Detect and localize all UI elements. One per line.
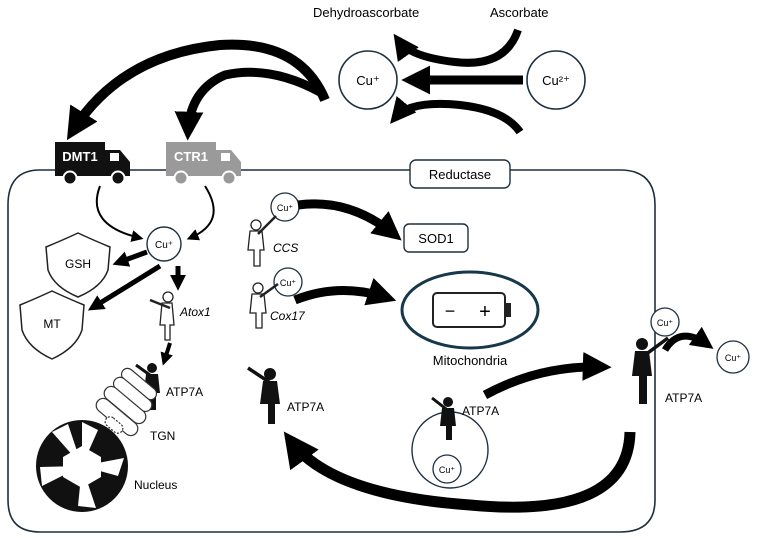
- arrow-atox1-to-atp7a: [160, 342, 173, 366]
- reductase-box: Reductase: [409, 159, 511, 189]
- atp7a-figure-membrane: [632, 336, 670, 404]
- svg-text:Cu⁺: Cu⁺: [439, 465, 456, 475]
- cu-plus-extracellular: Cu⁺: [338, 50, 398, 110]
- dmt1-transporter-truck: DMT1: [55, 142, 130, 186]
- atp7a-label-tgn: ATP7A: [166, 385, 203, 399]
- cu-plus-on-cox17: Cu⁺: [273, 267, 303, 297]
- arrow-dmt1-to-cu: [95, 185, 144, 242]
- battery-icon: − +: [432, 292, 511, 328]
- atp7a-figure-cytosol: [247, 366, 280, 424]
- cu-2plus-extracellular: Cu²⁺: [526, 50, 586, 110]
- mt-label: MT: [43, 317, 61, 331]
- mt-shield-icon: MT: [19, 290, 85, 360]
- arrow-cu-to-dmt1: [66, 39, 330, 141]
- svg-text:Cu⁺: Cu⁺: [657, 318, 674, 328]
- ascorbate-label: Ascorbate: [490, 5, 549, 20]
- gsh-shield-icon: GSH: [45, 232, 111, 298]
- svg-text:Cu⁺: Cu⁺: [277, 203, 294, 213]
- svg-text:Cu⁺: Cu⁺: [725, 353, 742, 363]
- atp7a-label-vesicle: ATP7A: [462, 404, 499, 418]
- arrow-ascorbate-oxidation: [393, 28, 522, 67]
- arrow-vesicle-to-membrane: [482, 351, 612, 399]
- arrow-atp7a-recycling: [283, 431, 636, 513]
- nucleus-aperture-icon: [36, 420, 128, 512]
- cu-plus-cytosol: Cu⁺: [146, 226, 182, 262]
- battery-plus: +: [479, 301, 491, 323]
- arrow-reduction-lower: [390, 96, 524, 135]
- svg-text:Cu⁺: Cu⁺: [280, 278, 297, 288]
- arrow-ccs-to-sod1: [297, 199, 402, 241]
- gsh-label: GSH: [65, 257, 91, 271]
- arrow-cox17-to-mitochondria: [293, 277, 397, 306]
- cox17-label: Cox17: [270, 309, 306, 323]
- svg-text:SOD1: SOD1: [418, 231, 453, 246]
- cu-plus-on-membrane-atp7a: Cu⁺: [650, 307, 680, 337]
- svg-text:Cu⁺: Cu⁺: [356, 73, 379, 88]
- ctr1-label: CTR1: [174, 149, 208, 164]
- sod1-box: SOD1: [403, 223, 469, 253]
- svg-text:Cu²⁺: Cu²⁺: [542, 73, 570, 88]
- mitochondria-organelle: − +: [400, 270, 540, 350]
- battery-minus: −: [445, 301, 456, 321]
- arrow-copper-export: [661, 326, 714, 352]
- svg-text:Reductase: Reductase: [429, 167, 491, 182]
- arrow-cu-to-ctr1: [174, 67, 323, 141]
- atp7a-label-cytosol: ATP7A: [287, 400, 324, 414]
- dehydroascorbate-label: Dehydroascorbate: [313, 5, 419, 20]
- atox1-chaperone-figure: [149, 291, 175, 341]
- atp7a-figure-vesicle: [431, 396, 456, 440]
- ctr1-transporter-truck: CTR1: [166, 142, 241, 186]
- ccs-label: CCS: [273, 241, 298, 255]
- arrow-ctr1-to-cu: [186, 185, 215, 241]
- cox17-chaperone-figure: [249, 282, 279, 329]
- svg-text:Cu⁺: Cu⁺: [155, 240, 173, 251]
- atox1-label: Atox1: [179, 305, 211, 319]
- tgn-golgi-icon: [95, 367, 158, 437]
- arrow-cu-to-mt: [87, 263, 162, 311]
- mitochondria-label: Mitochondria: [433, 353, 508, 368]
- ccs-chaperone-figure: [247, 215, 277, 267]
- arrow-cu-to-gsh: [112, 249, 148, 267]
- dmt1-label: DMT1: [62, 149, 97, 164]
- nucleus-label: Nucleus: [134, 478, 177, 492]
- atp7a-label-membrane: ATP7A: [665, 391, 702, 405]
- cu-plus-exported: Cu⁺: [716, 340, 750, 374]
- tgn-label: TGN: [150, 429, 175, 443]
- cu-plus-in-vesicle: Cu⁺: [432, 454, 462, 484]
